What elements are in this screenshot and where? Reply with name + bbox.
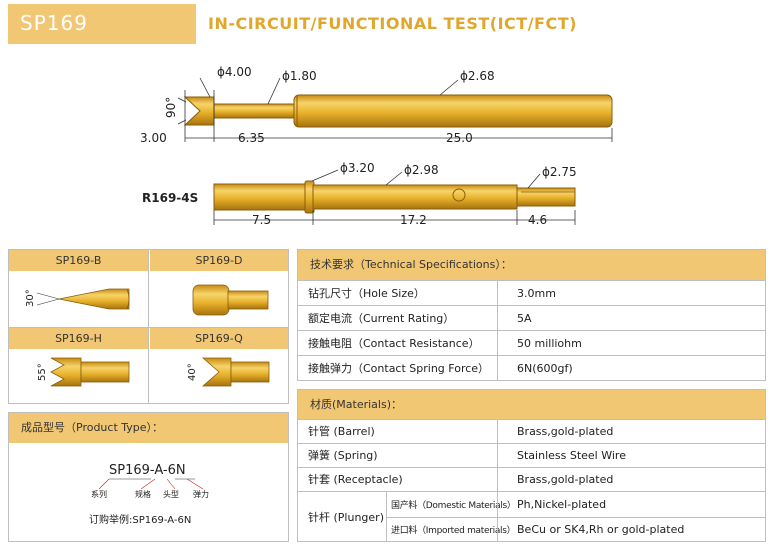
material-value: Stainless Steel Wire: [517, 449, 626, 462]
table-row: 针套 (Receptacle) Brass,gold-plated: [298, 467, 765, 491]
materials-table: 材质(Materials)： 针管 (Barrel) Brass,gold-pl…: [297, 389, 766, 542]
table-row: 针管 (Barrel) Brass,gold-plated: [298, 419, 765, 443]
dim-length-1: 3.00: [140, 131, 167, 145]
column-divider: [497, 331, 498, 355]
receptacle-length-1: 7.5: [252, 213, 271, 227]
label-spec: 规格: [135, 490, 151, 499]
material-label: 弹簧 (Spring): [308, 449, 378, 462]
column-divider: [497, 306, 498, 330]
dim-collar-diameter: ϕ3.20: [340, 161, 375, 175]
table-row: 接触电阻（Contact Resistance） 50 milliohm: [298, 330, 765, 355]
tip-h-angle: 55°: [37, 363, 48, 381]
tip-q-image: 40°: [187, 357, 270, 387]
tech-specs-table: 技术要求（Technical Specifications）： 钻孔尺寸（Hol…: [297, 249, 766, 381]
dim-body-diameter: ϕ2.98: [404, 163, 439, 177]
tech-specs-heading: 技术要求（Technical Specifications）：: [298, 250, 765, 280]
column-divider: [386, 492, 387, 541]
tip-styles-table: SP169-B SP169-D SP169-H SP169-Q 30°: [8, 249, 289, 404]
tip-b-angle: 30°: [25, 289, 36, 307]
spec-label: 额定电流（Current Rating）: [308, 312, 455, 325]
dim-head-diameter: ϕ4.00: [217, 65, 252, 79]
probe-image: [183, 94, 613, 128]
product-code: SP169-A-6N: [109, 463, 186, 478]
column-divider: [497, 420, 498, 443]
code-dash-1: -: [149, 463, 155, 478]
page-title: IN-CIRCUIT/FUNCTIONAL TEST(ICT/FCT): [208, 14, 577, 33]
product-type-box: 成品型号（Product Type）： SP169-A-6N 系列 规格 头型 …: [8, 412, 289, 542]
plunger-row: 针杆 (Plunger) 国产料（Domestic Materials） 进口料…: [298, 491, 765, 541]
code-spring: 6N: [167, 463, 186, 478]
dim-neck-diameter: ϕ1.80: [282, 69, 317, 83]
dim-length-3: 25.0: [446, 131, 473, 145]
spec-value: 3.0mm: [517, 287, 556, 300]
product-type-heading: 成品型号（Product Type）：: [9, 413, 288, 443]
tip-q-header: SP169-Q: [150, 328, 288, 349]
material-value: Brass,gold-plated: [517, 425, 614, 438]
tip-illustrations: 30° 55° 40°: [25, 284, 270, 387]
spec-value: 5A: [517, 312, 532, 325]
table-row: 弹簧 (Spring) Stainless Steel Wire: [298, 443, 765, 467]
tip-b-header: SP169-B: [9, 250, 148, 271]
column-divider: [497, 356, 498, 380]
column-divider: [497, 444, 498, 467]
header-banner: [8, 4, 196, 44]
domestic-value: Ph,Nickel-plated: [517, 498, 607, 511]
code-head: A: [154, 463, 163, 478]
receptacle-image: [213, 180, 576, 214]
receptacle-length-3: 4.6: [528, 213, 547, 227]
tip-d-image: [192, 284, 269, 316]
tip-q-angle: 40°: [187, 363, 198, 381]
table-row: 额定电流（Current Rating） 5A: [298, 305, 765, 330]
table-row: 接触弹力（Contact Spring Force） 6N(600gf): [298, 355, 765, 380]
row-divider: [386, 517, 765, 518]
tip-divider-v: [148, 250, 149, 403]
tip-h-image: 55°: [37, 357, 130, 387]
spec-label: 钻孔尺寸（Hole Size）: [308, 287, 425, 300]
tip-b-image: 30°: [25, 288, 130, 310]
model-number: SP169: [20, 11, 88, 35]
label-series: 系列: [91, 490, 107, 499]
order-example: 订购举例:SP169-A-6N: [89, 515, 192, 526]
tip-d-header: SP169-D: [150, 250, 288, 271]
spec-value: 50 milliohm: [517, 337, 582, 350]
dim-barrel-diameter: ϕ2.68: [460, 69, 495, 83]
dim-end-diameter: ϕ2.75: [542, 165, 577, 179]
product-code-leaders: [98, 478, 204, 490]
code-series: SP169: [109, 463, 150, 478]
receptacle-label: R169-4S: [142, 191, 198, 205]
table-row: 钻孔尺寸（Hole Size） 3.0mm: [298, 280, 765, 305]
code-dash-2: -: [162, 463, 168, 478]
imported-value: BeCu or SK4,Rh or gold-plated: [517, 523, 685, 536]
tip-divider-h: [9, 327, 288, 328]
probe-drawings: ϕ4.00 ϕ1.80 ϕ2.68 90° 3.00 6.35 25.0 R16…: [140, 65, 613, 227]
material-value: Brass,gold-plated: [517, 473, 614, 486]
spec-value: 6N(600gf): [517, 362, 573, 375]
plunger-label: 针杆 (Plunger): [308, 511, 384, 524]
material-label: 针套 (Receptacle): [308, 473, 403, 486]
spec-label: 接触弹力（Contact Spring Force）: [308, 362, 490, 375]
materials-heading: 材质(Materials)：: [298, 390, 765, 419]
dim-tip-angle: 90°: [164, 97, 178, 118]
dim-length-2: 6.35: [238, 131, 265, 145]
column-divider: [497, 468, 498, 491]
column-divider: [497, 492, 498, 541]
spec-label: 接触电阻（Contact Resistance）: [308, 337, 480, 350]
material-label: 针管 (Barrel): [308, 425, 375, 438]
label-head: 头型: [163, 490, 179, 499]
label-spring: 弹力: [193, 490, 209, 499]
domestic-label: 国产料（Domestic Materials）: [391, 501, 516, 511]
column-divider: [497, 281, 498, 305]
imported-label: 进口料（Imported materials）: [391, 526, 516, 536]
tip-h-header: SP169-H: [9, 328, 148, 349]
receptacle-length-2: 17.2: [400, 213, 427, 227]
